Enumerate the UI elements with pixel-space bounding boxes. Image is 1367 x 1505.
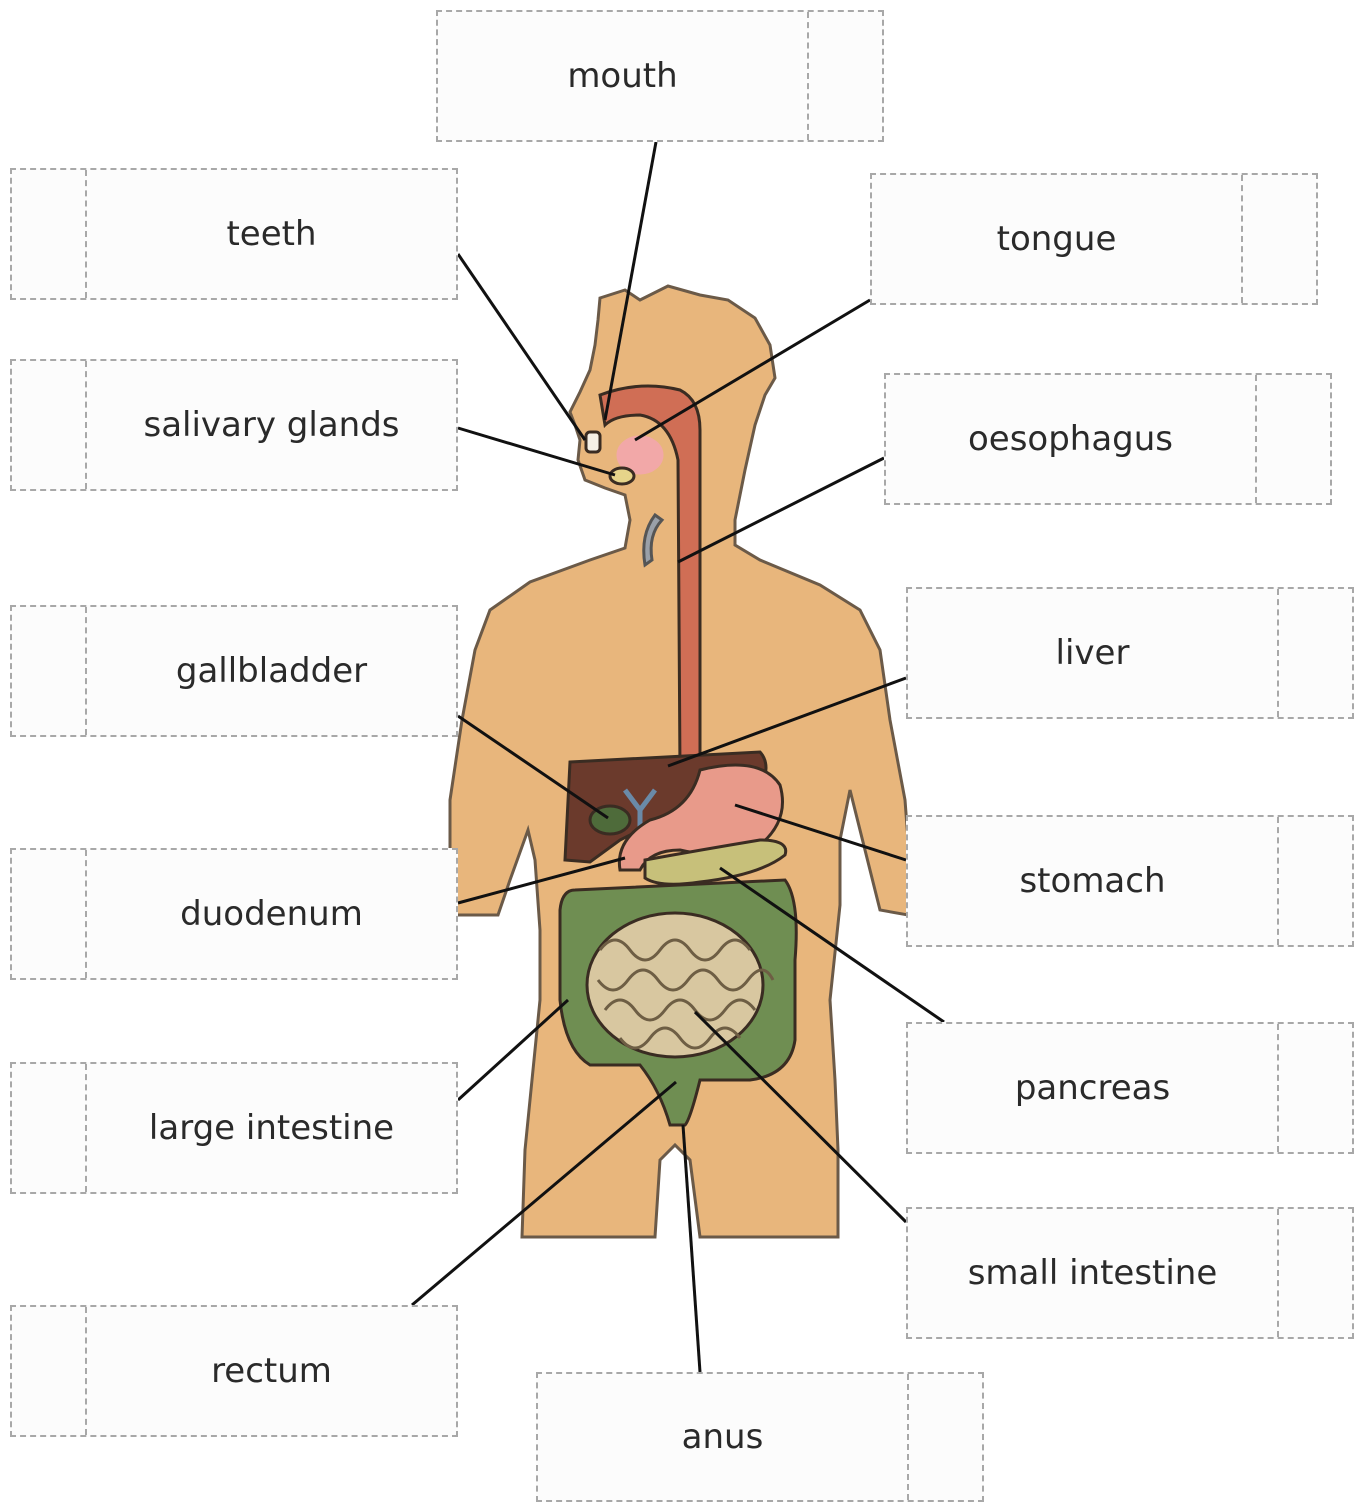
label-text-large-intestine: large intestine xyxy=(87,1064,456,1192)
tick-box[interactable] xyxy=(1277,589,1352,717)
label-box-anus[interactable]: anus xyxy=(536,1372,984,1502)
label-text-anus: anus xyxy=(538,1374,907,1500)
tick-box[interactable] xyxy=(12,850,87,978)
tick-box[interactable] xyxy=(807,12,882,140)
tick-box[interactable] xyxy=(12,361,87,489)
label-box-small-intestine[interactable]: small intestine xyxy=(906,1207,1354,1339)
label-box-stomach[interactable]: stomach xyxy=(906,815,1354,947)
tick-box[interactable] xyxy=(12,1064,87,1192)
tick-box[interactable] xyxy=(12,170,87,298)
tick-box[interactable] xyxy=(12,607,87,735)
label-box-duodenum[interactable]: duodenum xyxy=(10,848,458,980)
label-text-salivary-glands: salivary glands xyxy=(87,361,456,489)
tick-box[interactable] xyxy=(1277,817,1352,945)
label-text-teeth: teeth xyxy=(87,170,456,298)
tick-box[interactable] xyxy=(1277,1209,1352,1337)
tick-box[interactable] xyxy=(12,1307,87,1435)
label-box-large-intestine[interactable]: large intestine xyxy=(10,1062,458,1194)
tick-box[interactable] xyxy=(1255,375,1330,503)
tick-box[interactable] xyxy=(1277,1024,1352,1152)
label-box-liver[interactable]: liver xyxy=(906,587,1354,719)
label-box-rectum[interactable]: rectum xyxy=(10,1305,458,1437)
label-text-stomach: stomach xyxy=(908,817,1277,945)
teeth-shape xyxy=(586,432,600,452)
label-box-teeth[interactable]: teeth xyxy=(10,168,458,300)
label-text-mouth: mouth xyxy=(438,12,807,140)
label-text-duodenum: duodenum xyxy=(87,850,456,978)
label-box-gallbladder[interactable]: gallbladder xyxy=(10,605,458,737)
label-text-small-intestine: small intestine xyxy=(908,1209,1277,1337)
label-box-salivary-glands[interactable]: salivary glands xyxy=(10,359,458,491)
label-text-rectum: rectum xyxy=(87,1307,456,1435)
label-text-gallbladder: gallbladder xyxy=(87,607,456,735)
tick-box[interactable] xyxy=(1241,175,1316,303)
leader-line-teeth xyxy=(458,254,585,440)
label-text-tongue: tongue xyxy=(872,175,1241,303)
label-text-pancreas: pancreas xyxy=(908,1024,1277,1152)
label-box-tongue[interactable]: tongue xyxy=(870,173,1318,305)
label-box-pancreas[interactable]: pancreas xyxy=(906,1022,1354,1154)
label-text-liver: liver xyxy=(908,589,1277,717)
label-text-oesophagus: oesophagus xyxy=(886,375,1255,503)
label-box-mouth[interactable]: mouth xyxy=(436,10,884,142)
tick-box[interactable] xyxy=(907,1374,982,1500)
label-box-oesophagus[interactable]: oesophagus xyxy=(884,373,1332,505)
